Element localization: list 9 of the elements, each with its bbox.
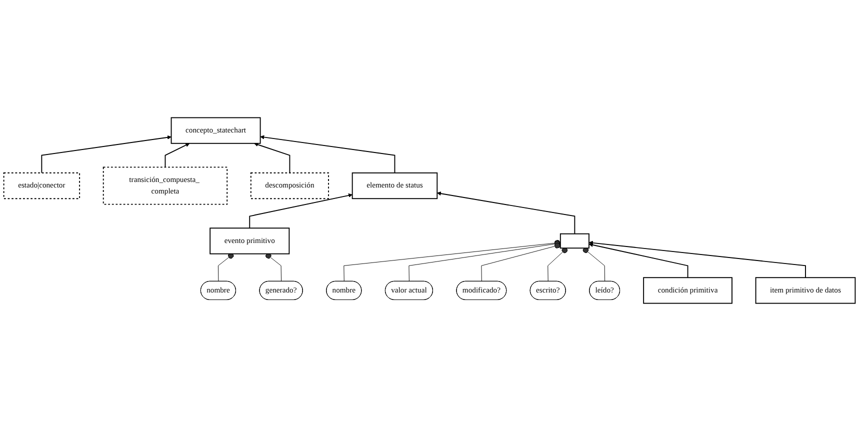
node-box <box>560 233 590 249</box>
arrow <box>588 240 806 278</box>
arrow <box>41 135 172 174</box>
arrow <box>260 135 396 174</box>
arrow <box>436 192 576 234</box>
arrow <box>249 193 353 229</box>
arrow <box>164 143 190 168</box>
arrow <box>254 142 290 174</box>
arrow <box>588 242 688 278</box>
